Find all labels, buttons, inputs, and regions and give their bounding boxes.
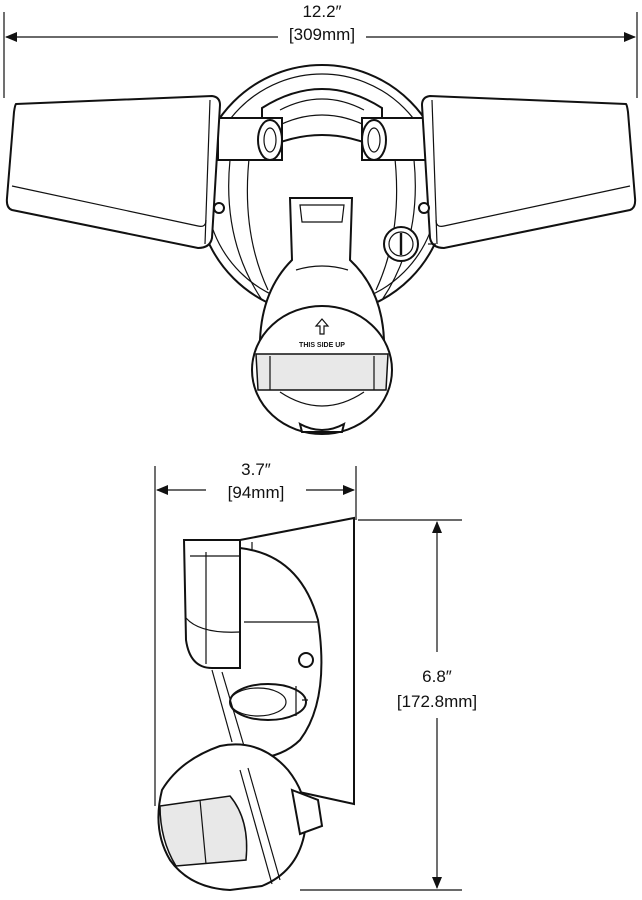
depth-metric-label: [94mm] xyxy=(228,483,285,502)
screw-right xyxy=(418,202,430,214)
sensor-orientation-label: THIS SIDE UP xyxy=(299,342,345,349)
side-screw xyxy=(298,652,314,668)
front-view: 12.2″ [309mm] xyxy=(3,2,638,435)
side-view: 3.7″ [94mm] 6.8″ [172.8mm] xyxy=(154,460,477,892)
right-lamp-head xyxy=(420,94,637,250)
height-imperial-label: 6.8″ xyxy=(422,667,452,686)
width-imperial-label: 12.2″ xyxy=(302,2,341,21)
side-lamp-head xyxy=(182,539,241,669)
up-arrow-icon xyxy=(314,318,330,335)
left-lamp-head xyxy=(5,94,222,250)
width-metric-label: [309mm] xyxy=(289,25,355,44)
side-sensor-knob xyxy=(290,788,324,836)
height-metric-label: [172.8mm] xyxy=(397,692,477,711)
sensor-lens-band xyxy=(255,353,389,391)
depth-imperial-label: 3.7″ xyxy=(241,460,271,479)
screw-left xyxy=(213,202,225,214)
